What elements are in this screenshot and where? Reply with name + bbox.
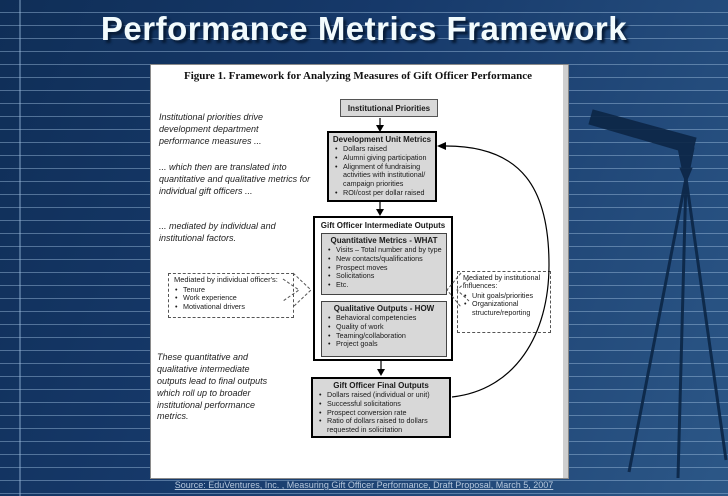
bullet-item: Etc. (327, 280, 444, 290)
box-institutional-priorities: Institutional Priorities (340, 99, 438, 117)
box-title: Development Unit Metrics (332, 135, 432, 144)
box-title: Quantitative Metrics - WHAT (330, 236, 438, 245)
bullet-item: Prospect conversion rate (318, 408, 447, 418)
bullet-item: Teaming/collaboration (327, 331, 444, 341)
box-title: Mediated by institutional influences: (463, 273, 541, 291)
bullet-item: Project goals (327, 340, 444, 349)
bullet-list: Visits – Total number and by typeNew con… (322, 245, 446, 290)
box-title: Qualitative Outputs - HOW (333, 304, 435, 313)
annotation-translated-into: ... which then are translated into quant… (159, 162, 311, 196)
panel-right-edge (563, 65, 568, 478)
bullet-item: Dollars raised (334, 144, 433, 154)
source-citation: Source: EduVentures, Inc. , Measuring Gi… (174, 480, 554, 490)
left-margin-line (19, 0, 21, 496)
bullet-item: Alumni giving participation (334, 153, 433, 163)
bullet-item: Motivational drivers (174, 302, 291, 312)
bullet-list: Dollars raisedAlumni giving participatio… (329, 144, 435, 198)
box-gift-officer-final-outputs: Gift Officer Final Outputs Dollars raise… (311, 377, 451, 438)
bullet-item: New contacts/qualifications (327, 254, 444, 264)
box-label: Institutional Priorities (347, 104, 431, 113)
box-qualitative-outputs: Qualitative Outputs - HOW Behavioral com… (321, 301, 447, 357)
bullet-item: Tenure (174, 285, 291, 295)
page-title: Performance Metrics Framework (100, 10, 628, 47)
bullet-item: Alignment of fundraising activities with… (334, 162, 433, 189)
box-development-unit-metrics: Development Unit Metrics Dollars raisedA… (327, 131, 437, 202)
box-quantitative-metrics: Quantitative Metrics - WHAT Visits – Tot… (321, 233, 447, 295)
bullet-item: Behavioral competencies (327, 313, 444, 323)
figure-title: Figure 1. Framework for Analyzing Measur… (183, 70, 533, 82)
annotation-mediated-by: ... mediated by individual and instituti… (159, 221, 276, 243)
box-gift-officer-intermediate-outputs: Gift Officer Intermediate Outputs Quanti… (313, 216, 453, 361)
bullet-item: Visits – Total number and by type (327, 245, 444, 255)
figure-panel: Figure 1. Framework for Analyzing Measur… (150, 64, 569, 479)
bullet-list: TenureWork experienceMotivational driver… (169, 285, 293, 312)
bullet-item: Successful solicitations (318, 399, 447, 409)
annotation-roll-up: These quantitative and qualitative inter… (157, 352, 268, 422)
bullet-item: Solicitations (327, 272, 444, 281)
bullet-list: Unit goals/prioritiesOrganizational stru… (458, 291, 550, 318)
box-title: Mediated by individual officer's: (174, 275, 278, 284)
box-mediated-individual-officers: Mediated by individual officer's: Tenure… (168, 273, 294, 318)
box-title: Gift Officer Final Outputs (333, 381, 429, 390)
telescope-icon (588, 109, 728, 479)
bullet-list: Dollars raised (individual or unit)Succe… (313, 390, 449, 435)
bullet-list: Behavioral competenciesQuality of workTe… (322, 313, 446, 349)
bullet-item: Organizational structure/reporting (463, 300, 548, 318)
box-mediated-institutional-influences: Mediated by institutional influences: Un… (457, 271, 551, 333)
bullet-item: Quality of work (327, 322, 444, 332)
bullet-item: ROI/cost per dollar raised (334, 188, 433, 198)
annotation-priorities-drive: Institutional priorities drive developme… (159, 112, 264, 146)
bullet-item: Dollars raised (individual or unit) (318, 390, 447, 400)
bullet-item: Ratio of dollars raised to dollars reque… (318, 417, 447, 435)
box-title: Gift Officer Intermediate Outputs (320, 221, 446, 230)
bullet-item: Work experience (174, 294, 291, 303)
bullet-item: Prospect moves (327, 263, 444, 273)
